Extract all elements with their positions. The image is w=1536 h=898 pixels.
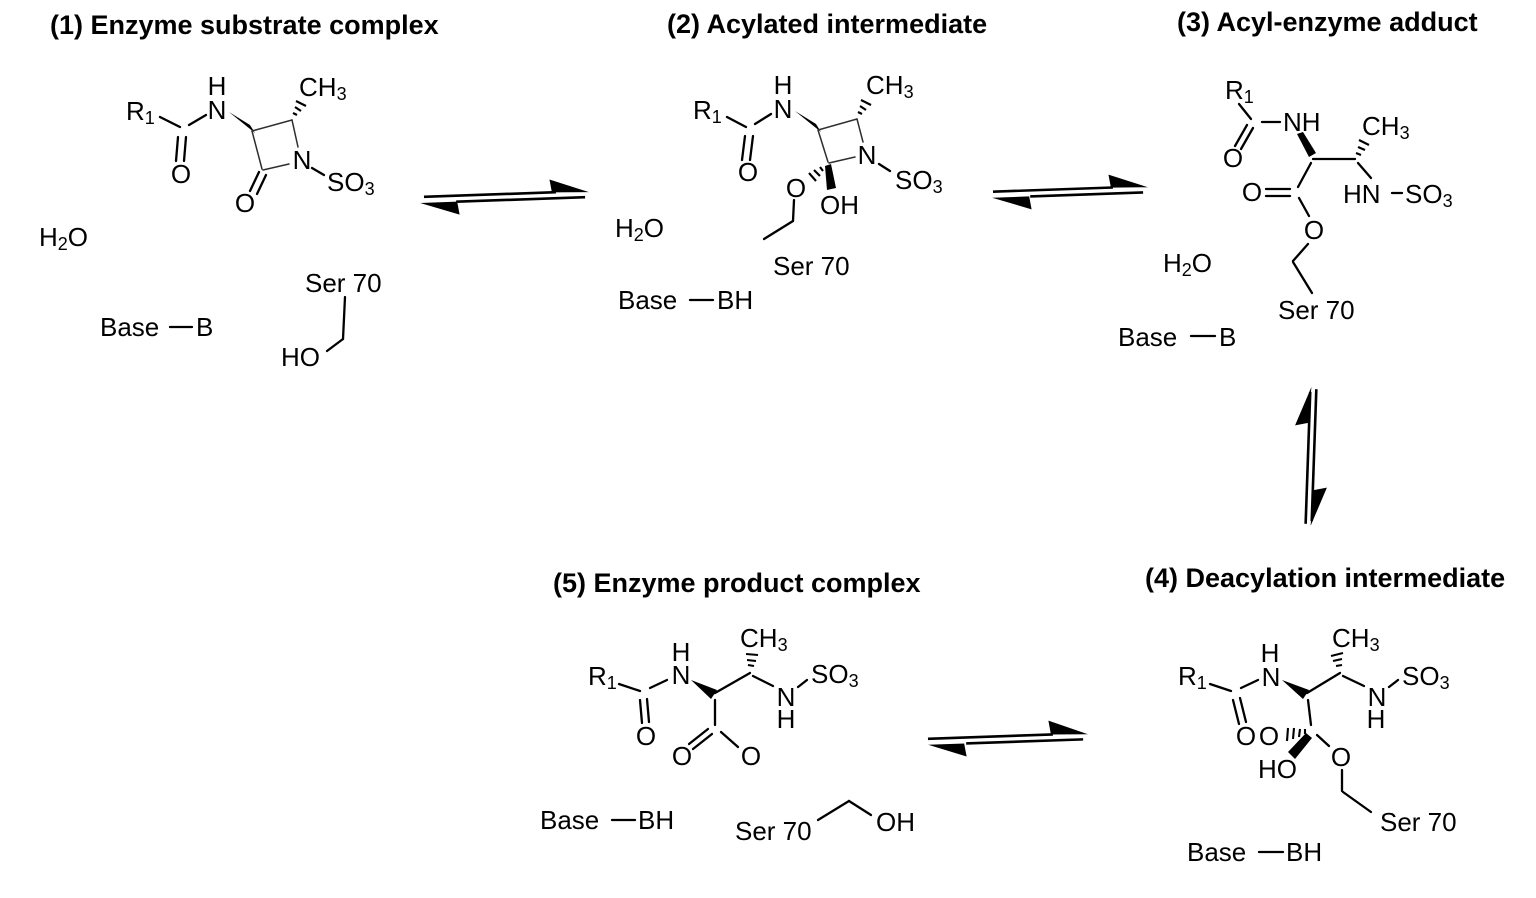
- ch3-label: CH3: [1362, 111, 1410, 143]
- r1-label: R1: [693, 95, 722, 127]
- panel-4-title: (4) Deacylation intermediate: [1145, 563, 1505, 593]
- panel-acyl-enzyme-adduct: (3) Acyl-enzyme adduct: [1118, 7, 1478, 352]
- so3-label: SO3: [895, 165, 943, 197]
- ring-n-label: N: [858, 140, 877, 170]
- r1-label: R1: [126, 96, 155, 128]
- hashed-bond-ch3: [857, 99, 872, 115]
- hashed-bond-ch3: [1330, 651, 1344, 668]
- gem-o-label: O: [1259, 721, 1279, 751]
- amide-n-label: N: [672, 660, 691, 690]
- amide-h-label: H: [672, 637, 691, 667]
- hashed-bond-gem-o: [1285, 727, 1307, 742]
- amide-h-label: H: [774, 70, 793, 100]
- equilibrium-arrow-3-4: [1295, 386, 1327, 527]
- base-label: Base: [1187, 837, 1246, 867]
- panel-enzyme-product-complex: (5) Enzyme product complex: [540, 568, 921, 846]
- lactam-o-label: O: [235, 188, 255, 218]
- amide-h-label: H: [208, 71, 227, 101]
- ser70-label: Ser 70: [735, 816, 812, 846]
- panel-1-skeleton: [158, 100, 347, 353]
- bridge-o-label: O: [1331, 742, 1351, 772]
- amide-o-label: O: [1223, 143, 1243, 173]
- panel-2-title: (2) Acylated intermediate: [667, 9, 987, 39]
- so3-label: SO3: [327, 167, 375, 199]
- sulfonamide-n-label: N: [1368, 682, 1387, 712]
- amide-n-label: N: [1262, 662, 1281, 692]
- sulfonamide-n-label: N: [777, 682, 796, 712]
- panel-1-title: (1) Enzyme substrate complex: [50, 10, 439, 40]
- panel-4-skeleton: [1208, 651, 1400, 854]
- hn-label: HN: [1343, 179, 1381, 209]
- wedge-bond: [691, 680, 717, 699]
- ether-o-label: O: [786, 173, 806, 203]
- panel-2-skeleton: [688, 99, 892, 302]
- amide-n-label: N: [208, 95, 227, 125]
- water-label: H2O: [39, 222, 88, 254]
- base-label: Base: [540, 805, 599, 835]
- water-label: H2O: [615, 213, 664, 245]
- wedge-bond: [1282, 680, 1309, 699]
- wedge-bond: [229, 112, 255, 133]
- oh-label: OH: [876, 807, 915, 837]
- base-state-label: B: [1219, 322, 1236, 352]
- base-state-label: BH: [1286, 837, 1322, 867]
- sulfonamide-h-label: H: [1367, 704, 1386, 734]
- base-state-label: B: [196, 312, 213, 342]
- base-label: Base: [100, 312, 159, 342]
- amide-n-label: N: [774, 94, 793, 124]
- r1-label: R1: [1178, 661, 1207, 693]
- ser70-label: Ser 70: [1380, 807, 1457, 837]
- wedge-bond-oh: [825, 164, 836, 190]
- oh-label: OH: [820, 190, 859, 220]
- ser70-label: Ser 70: [1278, 295, 1355, 325]
- bridge-o-label: O: [1304, 215, 1324, 245]
- ser70-label: Ser 70: [305, 268, 382, 298]
- r1-label: R1: [1225, 75, 1254, 107]
- base-state-label: BH: [717, 285, 753, 315]
- water-label: H2O: [1163, 248, 1212, 280]
- panel-deacylation-intermediate: (4) Deacylation intermediate: [1145, 563, 1505, 867]
- ch3-label: CH3: [740, 623, 788, 655]
- carboxylate-o-left-label: O: [672, 741, 692, 771]
- ch3-label: CH3: [866, 70, 914, 102]
- ring-n-label: N: [293, 145, 312, 175]
- wedge-bond-ho: [1288, 733, 1312, 759]
- equilibrium-arrow-5-4: [927, 720, 1088, 757]
- panel-acylated-intermediate: (2) Acylated intermediate: [615, 9, 987, 315]
- hashed-bond-ch3: [1355, 139, 1370, 156]
- ho-label: HO: [281, 342, 320, 372]
- amide-nh-label: NH: [1283, 107, 1321, 137]
- hashed-bond-ch3: [292, 100, 307, 116]
- so3-label: SO3: [1402, 661, 1450, 693]
- ester-o-label: O: [1242, 177, 1262, 207]
- so3-label: SO3: [1405, 179, 1453, 211]
- so3-label: SO3: [811, 659, 859, 691]
- amide-o-label: O: [171, 159, 191, 189]
- ho-label: HO: [1258, 754, 1297, 784]
- hashed-bond-ether-o: [808, 166, 824, 182]
- panel-5-skeleton: [610, 652, 873, 822]
- carboxylate-o-right-label: O: [741, 741, 761, 771]
- wedge-bond: [795, 111, 821, 132]
- ch3-label: CH3: [299, 72, 347, 104]
- panel-5-title: (5) Enzyme product complex: [553, 568, 921, 598]
- base-label: Base: [618, 285, 677, 315]
- wedge-bond: [1297, 132, 1316, 157]
- ser70-label: Ser 70: [773, 251, 850, 281]
- ch3-label: CH3: [1332, 623, 1380, 655]
- panel-enzyme-substrate-complex: (1) Enzyme substrate complex: [39, 10, 439, 372]
- amide-o-label: O: [738, 157, 758, 187]
- panel-3-title: (3) Acyl-enzyme adduct: [1177, 7, 1478, 37]
- equilibrium-arrow-1-2: [420, 179, 589, 215]
- base-state-label: BH: [638, 805, 674, 835]
- panel-3-skeleton: [1189, 102, 1404, 338]
- r1-label: R1: [588, 661, 617, 693]
- equilibrium-arrow-2-3: [992, 174, 1148, 210]
- amide-h-label: H: [1261, 638, 1280, 668]
- base-label: Base: [1118, 322, 1177, 352]
- amide-o-label: O: [636, 721, 656, 751]
- sulfonamide-h-label: H: [777, 704, 796, 734]
- amide-o-label: O: [1236, 721, 1256, 751]
- hashed-bond-ch3: [745, 652, 759, 668]
